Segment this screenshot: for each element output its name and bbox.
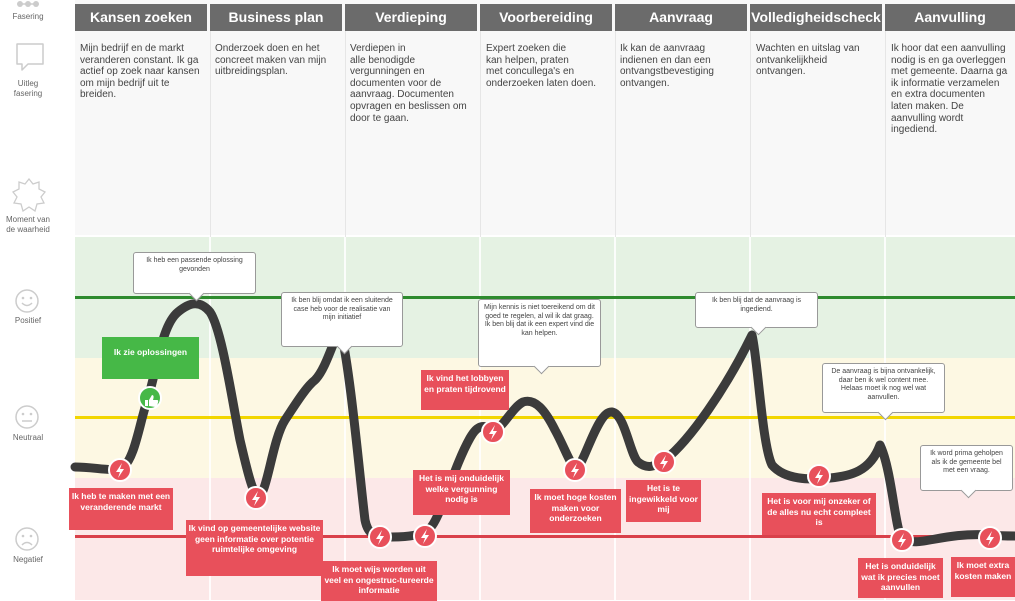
phase-desc-aanvraag: Ik kan de aanvraag indienen en dan een o… xyxy=(620,43,714,89)
column-divider xyxy=(345,31,346,237)
sad-face-icon xyxy=(15,527,39,551)
happy-face-icon xyxy=(15,289,39,313)
quote-text: Ik heb een passende oplossing gevonden xyxy=(146,257,243,273)
negative-line xyxy=(75,535,1015,538)
column-divider xyxy=(480,31,481,237)
phase-desc-kansen-zoeken: Mijn bedrijf en de markt veranderen cons… xyxy=(80,43,200,101)
quote-bubble: Ik ben blij omdat ik een sluitende case … xyxy=(281,292,403,355)
quote-bubble: Ik word prima geholpen als ik de gemeent… xyxy=(920,445,1013,499)
lightning-icon xyxy=(481,420,505,444)
pain-point-label: Ik moet extra kosten maken xyxy=(951,557,1015,597)
phase-desc-volledigheidscheck: Wachten en uitslag van ontvankelijkheid … xyxy=(756,43,860,78)
quote-text: Ik ben blij dat de aanvraag is ingediend… xyxy=(711,297,802,313)
lightning-icon xyxy=(244,486,268,510)
column-divider xyxy=(210,31,211,237)
lightning-icon xyxy=(108,458,132,482)
sidebar-label-neutraal: Neutraal xyxy=(12,433,44,442)
quote-text: Ik ben blij omdat ik een sluitende case … xyxy=(291,297,393,321)
pain-point-label: Het is mij onduidelijk welke vergunning … xyxy=(413,470,510,515)
phase-desc-aanvulling: Ik hoor dat een aanvulling nodig is en g… xyxy=(891,43,1008,136)
phase-description-band xyxy=(75,0,1015,235)
sidebar-label-positief: Positief xyxy=(14,316,42,325)
pain-point-label: Ik moet wijs worden uit veel en ongestru… xyxy=(321,561,437,601)
phases-icon xyxy=(17,1,39,7)
lightning-icon xyxy=(563,458,587,482)
sidebar-label-fasering: Fasering xyxy=(12,12,44,21)
phase-header-aanvulling: Aanvulling xyxy=(885,4,1015,31)
positive-line xyxy=(75,296,1015,299)
pain-point-label: Ik heb te maken met een veranderende mar… xyxy=(69,488,173,530)
starburst-icon xyxy=(12,178,46,212)
quote-text: De aanvraag is bijna ontvankelijk, daar … xyxy=(831,368,936,401)
sidebar-label-negatief: Negatief xyxy=(13,555,43,564)
lightning-icon xyxy=(413,524,437,548)
sidebar-label-moment: Moment van de waarheid xyxy=(5,215,51,234)
pain-point-label: Het is voor mij onzeker of de alles nu e… xyxy=(762,493,876,535)
phase-header-business-plan: Business plan xyxy=(210,4,342,31)
column-divider xyxy=(885,31,886,237)
phase-header-verdieping: Verdieping xyxy=(345,4,477,31)
lightning-icon xyxy=(978,526,1002,550)
pain-point-label: Het is onduidelijk wat ik precies moet a… xyxy=(858,558,943,598)
column-divider xyxy=(750,31,751,237)
column-divider xyxy=(615,31,616,237)
phase-desc-voorbereiding: Expert zoeken die kan helpen, praten met… xyxy=(486,43,597,89)
positive-moment-label: Ik zie oplossingen xyxy=(102,337,199,379)
quote-bubble: Ik heb een passende oplossing gevonden xyxy=(133,252,256,302)
quote-bubble: Mijn kennis is niet toereikend om dit go… xyxy=(478,299,601,375)
phase-header-kansen-zoeken: Kansen zoeken xyxy=(75,4,207,31)
lightning-icon xyxy=(652,450,676,474)
quote-bubble: De aanvraag is bijna ontvankelijk, daar … xyxy=(822,363,945,421)
phase-desc-business-plan: Onderzoek doen en het concreet maken van… xyxy=(215,43,327,78)
speech-bubble-icon xyxy=(16,43,44,71)
lightning-icon xyxy=(807,464,831,488)
pain-point-label: Het is te ingewikkeld voor mij xyxy=(626,480,701,522)
pain-point-label: Ik vind het lobbyen en praten tijdrovend xyxy=(421,370,509,410)
quote-text: Mijn kennis is niet toereikend om dit go… xyxy=(484,304,595,337)
sidebar-label-uitleg: Uitleg fasering xyxy=(13,79,43,98)
thumbs-up-icon xyxy=(138,386,162,410)
quote-text: Ik word prima geholpen als ik de gemeent… xyxy=(930,450,1003,474)
lightning-icon xyxy=(368,525,392,549)
phase-header-volledigheidscheck: Volledigheidscheck xyxy=(750,4,882,31)
neutral-face-icon xyxy=(15,405,39,429)
phase-header-voorbereiding: Voorbereiding xyxy=(480,4,612,31)
pain-point-label: Ik moet hoge kosten maken voor onderzoek… xyxy=(530,489,621,533)
phase-header-aanvraag: Aanvraag xyxy=(615,4,747,31)
pain-point-label: Ik vind op gemeentelijke website geen in… xyxy=(186,520,323,576)
phase-desc-verdieping: Verdiepen in alle benodigde vergunningen… xyxy=(350,43,467,124)
quote-bubble: Ik ben blij dat de aanvraag is ingediend… xyxy=(695,292,818,336)
lightning-icon xyxy=(890,528,914,552)
